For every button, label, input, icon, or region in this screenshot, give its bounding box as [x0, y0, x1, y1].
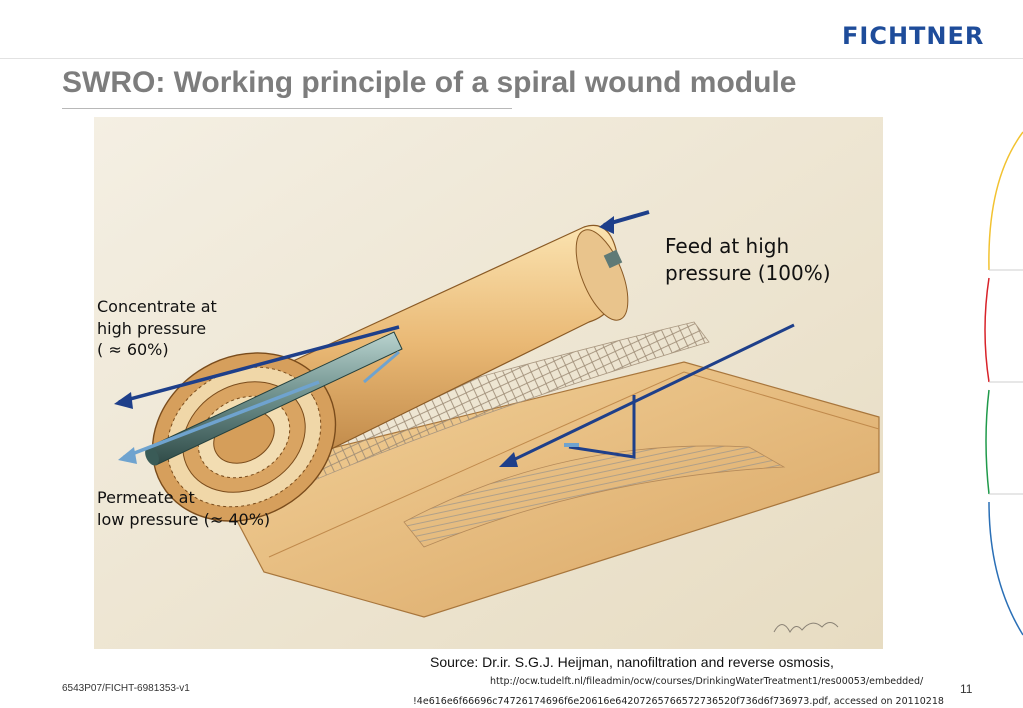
arc-green [985, 389, 990, 495]
module-drawing [94, 117, 883, 649]
feed-label-line1: Feed at high [665, 234, 790, 258]
document-id: 6543P07/FICHT-6981353-v1 [62, 683, 190, 694]
page-number: 11 [960, 682, 973, 696]
title-underline [62, 108, 512, 109]
permeate-label-line1: Permeate at [97, 488, 195, 507]
spiral-wound-module-illustration [94, 117, 883, 649]
source-citation: Source: Dr.ir. S.G.J. Heijman, nanofiltr… [430, 654, 834, 670]
feed-label-line2: pressure (100%) [665, 261, 831, 285]
header-rule [0, 58, 1023, 59]
arc-blue [988, 501, 1023, 636]
concentrate-label: Concentrate at high pressure ( ≈ 60%) [97, 296, 217, 361]
decorative-arcs [984, 131, 1023, 636]
permeate-label-line2: low pressure (≈ 40%) [97, 509, 271, 529]
source-url-line2[interactable]: !4e616e6f66696c74726174696f6e20616e64207… [413, 696, 944, 707]
fichtner-logo: FICHTNER [842, 22, 985, 50]
permeate-label: Permeate at low pressure (≈ 40%) [97, 487, 270, 530]
concentrate-label-line1: Concentrate at [97, 297, 217, 316]
concentrate-label-line2: high pressure [97, 318, 207, 338]
slide-title: SWRO: Working principle of a spiral woun… [62, 66, 797, 99]
arc-yellow [988, 131, 1023, 271]
concentrate-label-line3: ( ≈ 60%) [97, 340, 169, 360]
arc-red [984, 277, 990, 383]
feed-label: Feed at high pressure (100%) [665, 233, 831, 287]
source-url-line1[interactable]: http://ocw.tudelft.nl/fileadmin/ocw/cour… [490, 676, 924, 687]
